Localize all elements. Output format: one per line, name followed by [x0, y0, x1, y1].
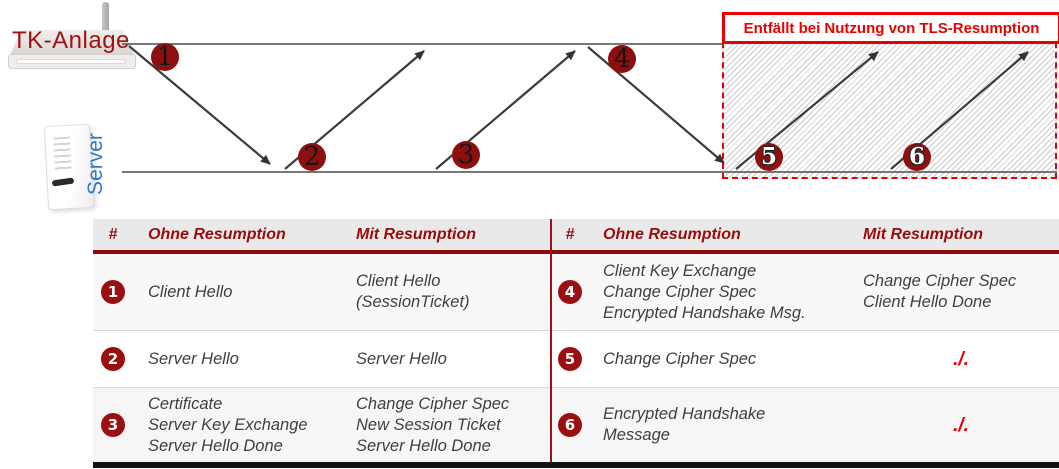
header-num: #: [565, 225, 575, 243]
table-header-row: # Ohne Resumption Mit Resumption: [552, 219, 1059, 254]
step-marker-6: 6: [903, 143, 931, 171]
cell-ohne: Client Hello: [148, 282, 233, 301]
client-label: TK-Anlage: [12, 27, 130, 54]
sequence-arrows: [122, 43, 1057, 173]
num-badge: 3: [101, 413, 125, 437]
num-badge: 2: [101, 347, 125, 371]
step-marker-3: 3: [452, 141, 480, 169]
num-badge: 1: [101, 280, 125, 304]
header-ohne: Ohne Resumption: [148, 225, 286, 243]
header-mit: Mit Resumption: [356, 225, 476, 243]
cell-mit-nil: ./.: [953, 348, 969, 370]
step-marker-4: 4: [608, 45, 636, 73]
cell-mit: Server Hello: [356, 349, 447, 368]
header-mit: Mit Resumption: [863, 225, 983, 243]
num-badge: 4: [558, 280, 582, 304]
router-antenna: [102, 2, 109, 36]
table-row: 4 Client Key Exchange Change Cipher Spec…: [552, 254, 1059, 331]
table-row: 2 Server Hello Server Hello: [93, 331, 550, 388]
router-body-top: [10, 30, 134, 55]
table-row: 5 Change Cipher Spec ./.: [552, 331, 1059, 388]
cell-ohne: Change Cipher Spec: [603, 349, 757, 368]
handshake-table: # Ohne Resumption Mit Resumption 1 Clien…: [93, 219, 1059, 468]
cell-mit: Change Cipher Spec Client Hello Done: [863, 272, 1017, 311]
cell-mit: Client Hello (SessionTicket): [356, 272, 470, 311]
header-num: #: [108, 225, 118, 243]
note-title: Entfällt bei Nutzung von TLS-Resumption: [722, 12, 1059, 44]
step-marker-5: 5: [755, 143, 783, 171]
table-row: 1 Client Hello Client Hello (SessionTick…: [93, 254, 550, 331]
cell-ohne: Encrypted Handshake Message: [603, 405, 766, 444]
table-header-row: # Ohne Resumption Mit Resumption: [93, 219, 550, 254]
header-ohne: Ohne Resumption: [603, 225, 741, 243]
cell-mit-nil: ./.: [953, 414, 969, 436]
num-badge: 5: [558, 347, 582, 371]
num-badge: 6: [558, 413, 582, 437]
table-left-half: # Ohne Resumption Mit Resumption 1 Clien…: [93, 219, 550, 462]
router-vent-slot: [16, 59, 126, 64]
step-marker-2: 2: [298, 143, 326, 171]
cell-ohne: Server Hello: [148, 349, 239, 368]
tk-anlage-image: [8, 2, 138, 76]
step-marker-1: 1: [151, 43, 179, 71]
table-right-half: # Ohne Resumption Mit Resumption 4 Clien…: [550, 219, 1059, 462]
cell-mit: Change Cipher Spec New Session Ticket Se…: [356, 394, 510, 455]
table-row: 6 Encrypted Handshake Message ./.: [552, 388, 1059, 462]
cell-ohne: Client Key Exchange Change Cipher Spec E…: [603, 261, 806, 322]
message-arrow-1: [128, 45, 271, 165]
table-bottom-bar: [93, 462, 1059, 468]
table-row: 3 Certificate Server Key Exchange Server…: [93, 388, 550, 462]
cell-ohne: Certificate Server Key Exchange Server H…: [148, 394, 308, 455]
